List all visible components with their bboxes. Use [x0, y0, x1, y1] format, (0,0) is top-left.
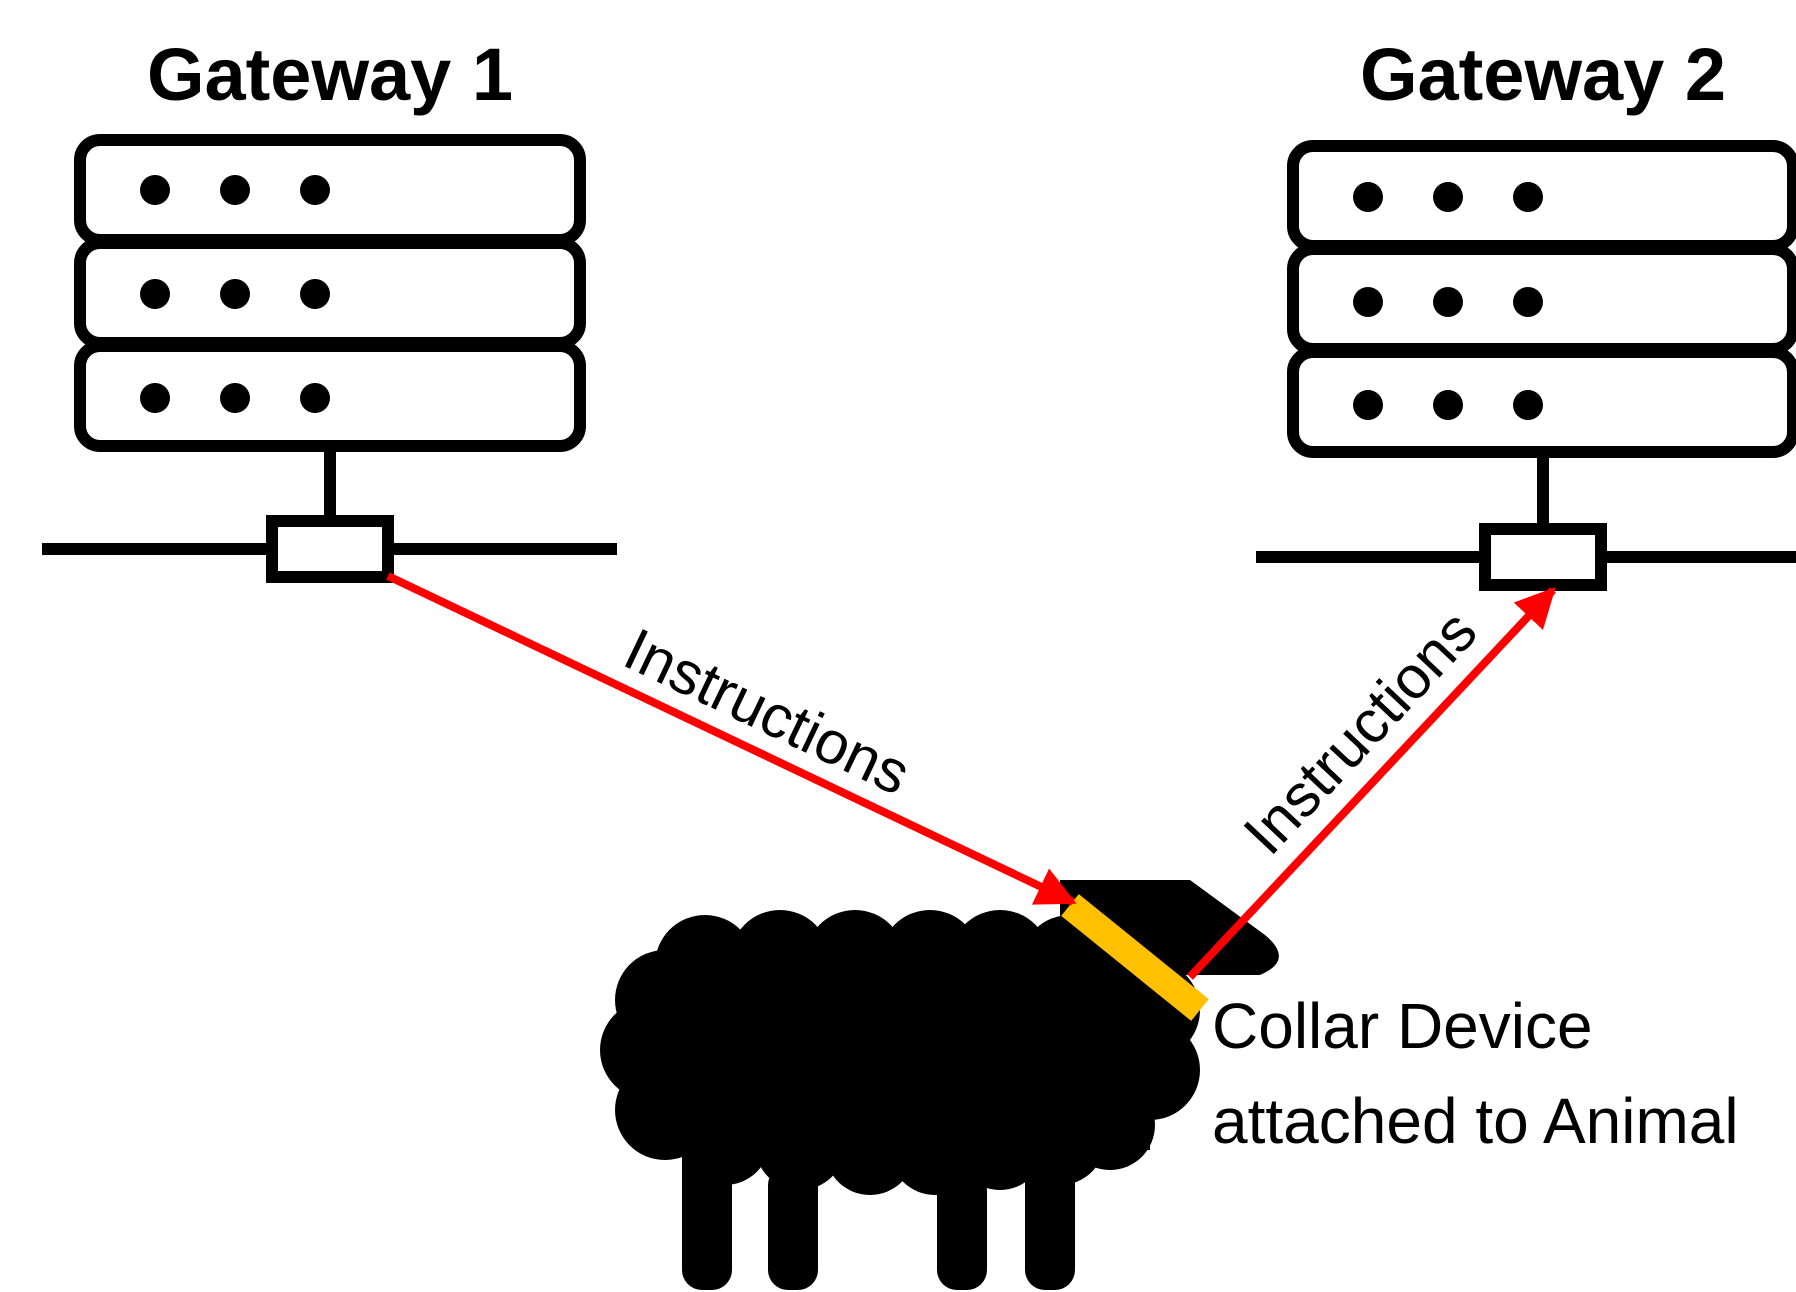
arrow-gateway1-to-collar — [386, 572, 1077, 906]
indicator-light — [1513, 182, 1543, 212]
server-rack-icon — [1287, 140, 1796, 458]
gateway-2-title: Gateway 2 — [1360, 33, 1726, 116]
sheep-icon — [600, 880, 1279, 1290]
arrow-collar-to-gateway2 — [1187, 587, 1556, 980]
server-unit-3 — [74, 340, 586, 452]
collar-device-label-line1: Collar Device — [1212, 990, 1593, 1062]
sheep-body — [600, 910, 1200, 1195]
sheep-leg — [1025, 1150, 1075, 1290]
indicator-light — [1353, 390, 1383, 420]
sheep-leg — [937, 1170, 987, 1290]
indicator-light — [300, 279, 330, 309]
indicator-light — [220, 279, 250, 309]
indicator-light — [140, 175, 170, 205]
indicator-light — [1353, 287, 1383, 317]
indicator-light — [220, 175, 250, 205]
server-rack-icon — [74, 134, 586, 452]
server-unit-3 — [1287, 346, 1796, 458]
edge-label-2: Instructions — [1231, 597, 1490, 867]
network-node — [1479, 523, 1607, 591]
indicator-light — [1433, 390, 1463, 420]
network-bus-icon — [1256, 458, 1796, 591]
network-bus-icon — [42, 452, 617, 583]
indicator-light — [1353, 182, 1383, 212]
indicator-light — [140, 383, 170, 413]
gateway-1: Gateway 1 — [42, 33, 617, 583]
collar-device-label-line2: attached to Animal — [1212, 1085, 1739, 1157]
gateway-1-title: Gateway 1 — [147, 33, 513, 116]
indicator-light — [140, 279, 170, 309]
indicator-light — [1513, 390, 1543, 420]
collar-device — [1061, 894, 1209, 1021]
indicator-light — [1513, 287, 1543, 317]
indicator-light — [300, 175, 330, 205]
indicator-light — [220, 383, 250, 413]
indicator-light — [1433, 287, 1463, 317]
sheep-leg — [768, 1165, 818, 1290]
gateway-2: Gateway 2 — [1256, 33, 1796, 591]
indicator-light — [1433, 182, 1463, 212]
network-node — [266, 515, 394, 583]
edge-label-1: Instructions — [614, 615, 920, 808]
indicator-light — [300, 383, 330, 413]
